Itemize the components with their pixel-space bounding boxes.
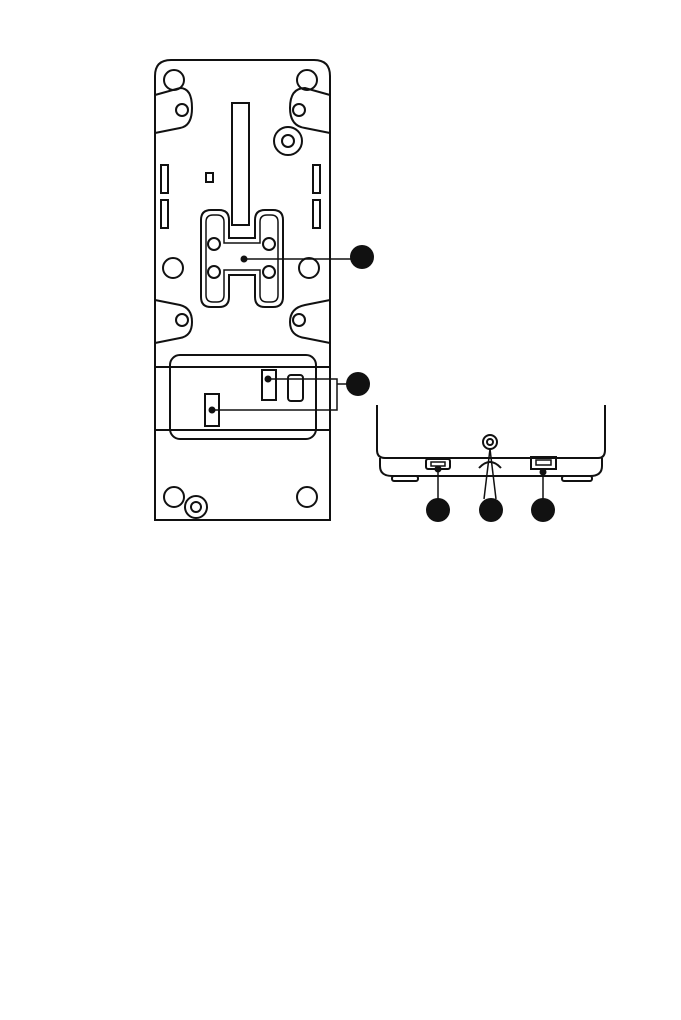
clamp-screw-lower-left [176,314,188,326]
vent-left-lower [161,200,168,228]
callout-2 [346,372,370,396]
callout-5 [531,498,555,522]
clamp-tab-top-left [155,88,192,133]
plate-hole-3 [263,238,275,250]
plate-hole-4 [263,266,275,278]
rear-foot-right [562,476,592,481]
base-outline [155,60,330,520]
corner-hole-top-left [164,70,184,90]
lock-needle-right [490,449,496,499]
base-rear-view [377,405,605,499]
foot-knob-inner [191,502,201,512]
clamp-tab-top-right [290,88,330,133]
mount-boss-outer [274,127,302,155]
corner-hole-mid-right [299,258,319,278]
lock-knob-outer [483,435,497,449]
vent-left-upper [161,165,168,193]
rear-foot-left [392,476,418,481]
foot-knob-outer [185,496,207,518]
corner-hole-mid-left [163,258,183,278]
corner-hole-bottom-right [297,487,317,507]
clamp-tab-lower-left [155,300,192,343]
base-bottom-view [155,60,330,520]
rear-body-outline [377,405,605,458]
corner-hole-bottom-left [164,487,184,507]
plate-hole-2 [208,266,220,278]
rj-port-inner [536,460,551,465]
usb-port-inner [431,462,445,466]
callout-1 [350,245,374,269]
mount-boss-inner [282,135,294,147]
center-slot [232,103,249,225]
switch-a [262,370,276,400]
clamp-screw-lower-right [293,314,305,326]
callout-4 [479,498,503,522]
clamp-screw-top-right [293,104,305,116]
plate-hole-1 [208,238,220,250]
vent-right-lower [313,200,320,228]
small-indicator [206,173,213,182]
clamp-tab-lower-right [290,300,330,343]
lock-knob-inner [487,439,493,445]
vent-right-upper [313,165,320,193]
corner-hole-top-right [297,70,317,90]
leader-2 [212,379,337,410]
callouts [346,245,555,522]
clamp-screw-top-left [176,104,188,116]
callout-3 [426,498,450,522]
lock-needle-left [484,449,490,499]
lock-arc [479,462,501,468]
